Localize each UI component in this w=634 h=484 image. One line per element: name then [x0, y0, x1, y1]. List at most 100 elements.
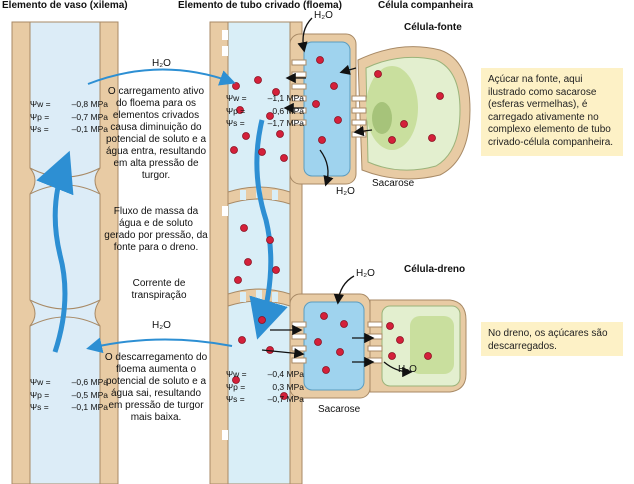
sucrose-sphere	[334, 116, 342, 124]
transpiration-arrow	[36, 150, 74, 353]
potential-symbol: Ψw =	[30, 377, 51, 387]
sucrose-sphere	[400, 120, 408, 128]
potential-value: 0,6 MPa	[272, 105, 304, 116]
sucrose-sphere	[258, 316, 266, 324]
sucrose-sphere	[272, 266, 280, 274]
companion-cell-top	[289, 33, 357, 185]
sucrose-sphere	[314, 338, 322, 346]
sucrose-sphere	[232, 376, 240, 384]
h2o-bottom-label: H₂O	[152, 320, 171, 331]
potential-symbol: Ψp =	[30, 389, 50, 400]
sucrose-sphere	[258, 148, 266, 156]
potential-row: Ψw = –1,1 MPa	[226, 92, 304, 105]
sucrose-sphere	[266, 236, 274, 244]
header-xylem: Elemento de vaso (xilema)	[2, 0, 128, 11]
potential-row: Ψp =0,6 MPa	[226, 105, 304, 118]
potential-value: –0,7 MPa	[267, 394, 304, 404]
sucrose-sphere	[244, 258, 252, 266]
sucrose-sphere	[374, 70, 382, 78]
potential-symbol: Ψp =	[226, 381, 246, 392]
potential-value: –1,7 MPa	[267, 118, 304, 128]
potential-row: Ψs = –1,7 MPa	[226, 117, 304, 130]
h2o-sink-right: H₂O	[398, 364, 417, 375]
potential-row: Ψs = –0,1 MPa	[30, 401, 108, 414]
potential-row: Ψp =–0,7 MPa	[30, 111, 108, 124]
header-phloem: Elemento de tubo crivado (floema)	[178, 0, 342, 11]
sucrose-sphere	[428, 134, 436, 142]
potential-value: –0,5 MPa	[71, 389, 108, 400]
unloading-caption: O descarregamento do floema aumenta o po…	[104, 352, 208, 423]
transport-arrows	[261, 17, 413, 378]
h2o-sink-top: H₂O	[356, 268, 375, 279]
potential-value: –0,1 MPa	[71, 124, 108, 134]
sucrose-sphere	[240, 224, 248, 232]
potential-symbol: Ψs =	[30, 124, 49, 134]
sink-note: No dreno, os açúcares são descarregados.	[481, 322, 623, 356]
potential-row: Ψw = –0,4 MPa	[226, 368, 304, 381]
loading-caption: O carregamento ativo do floema para os e…	[105, 86, 207, 181]
sucrose-sphere	[336, 348, 344, 356]
sucrose-dots	[230, 56, 444, 400]
sucrose-sphere	[242, 132, 250, 140]
sucrose-source-label: Sacarose	[372, 178, 415, 189]
h2o-companion-top: H₂O	[314, 10, 333, 21]
sucrose-sphere	[254, 76, 262, 84]
sucrose-sphere	[340, 320, 348, 328]
potential-symbol: Ψs =	[30, 402, 49, 412]
potential-row: Ψw = –0,6 MPa	[30, 376, 108, 389]
potential-row: Ψp = –0,5 MPa	[30, 389, 108, 402]
xylem-vessel	[11, 21, 119, 484]
sucrose-sphere	[276, 130, 284, 138]
sucrose-sphere	[234, 276, 242, 284]
potential-symbol: Ψs =	[226, 118, 245, 128]
potential-value: –1,1 MPa	[267, 93, 304, 103]
potential-row: Ψp = 0,3 MPa	[226, 381, 304, 394]
sucrose-sphere	[320, 312, 328, 320]
sucrose-sphere	[280, 392, 288, 400]
potential-symbol: Ψw =	[226, 369, 247, 379]
potential-row: Ψs = –0,7 MPa	[226, 393, 304, 406]
sucrose-sphere	[330, 82, 338, 90]
sucrose-sphere	[312, 100, 320, 108]
header-sink: Célula-dreno	[404, 264, 466, 275]
sucrose-sphere	[236, 106, 244, 114]
potentials-phloem-bottom: Ψw = –0,4 MPa Ψp = 0,3 MPa Ψs = –0,7 MPa	[226, 368, 304, 406]
sucrose-sphere	[280, 154, 288, 162]
sucrose-sphere	[232, 82, 240, 90]
sucrose-sphere	[230, 146, 238, 154]
water-arrow-bottom	[86, 337, 233, 354]
potential-symbol: Ψp =	[30, 111, 50, 122]
potential-symbol: Ψw =	[226, 93, 247, 103]
sucrose-sphere	[386, 322, 394, 330]
companion-cell-bottom	[289, 293, 371, 399]
potential-symbol: Ψs =	[226, 394, 245, 404]
sucrose-sphere	[322, 366, 330, 374]
h2o-top-label: H₂O	[152, 58, 171, 69]
transpiration-caption: Corrente de transpiração	[131, 278, 187, 301]
source-cell	[351, 46, 471, 180]
source-note: Açúcar na fonte, aqui ilustrado como sac…	[481, 68, 623, 156]
header-source: Célula-fonte	[404, 22, 462, 33]
potential-value: –0,1 MPa	[71, 402, 108, 412]
potential-value: –0,6 MPa	[71, 377, 108, 387]
sucrose-sphere	[436, 92, 444, 100]
potential-row: Ψs = –0,1 MPa	[30, 123, 108, 136]
header-companion: Célula companheira	[378, 0, 474, 11]
potentials-xylem-bottom: Ψw = –0,6 MPa Ψp = –0,5 MPa Ψs = –0,1 MPa	[30, 376, 108, 414]
mass-flow-arrow	[249, 119, 288, 340]
sucrose-sphere	[238, 336, 246, 344]
h2o-companion-bottom: H₂O	[336, 186, 355, 197]
potential-value: –0,4 MPa	[267, 369, 304, 379]
potential-row: Ψw =–0,8 MPa	[30, 98, 108, 111]
sucrose-sphere	[424, 352, 432, 360]
sink-cell	[367, 299, 467, 393]
sucrose-sphere	[266, 112, 274, 120]
sucrose-sphere	[316, 56, 324, 64]
potential-value: 0,3 MPa	[272, 381, 304, 392]
water-arrow-top	[87, 68, 236, 86]
mass-flow-caption: Fluxo de massa da água e de soluto gerad…	[104, 206, 208, 253]
sucrose-sphere	[388, 136, 396, 144]
